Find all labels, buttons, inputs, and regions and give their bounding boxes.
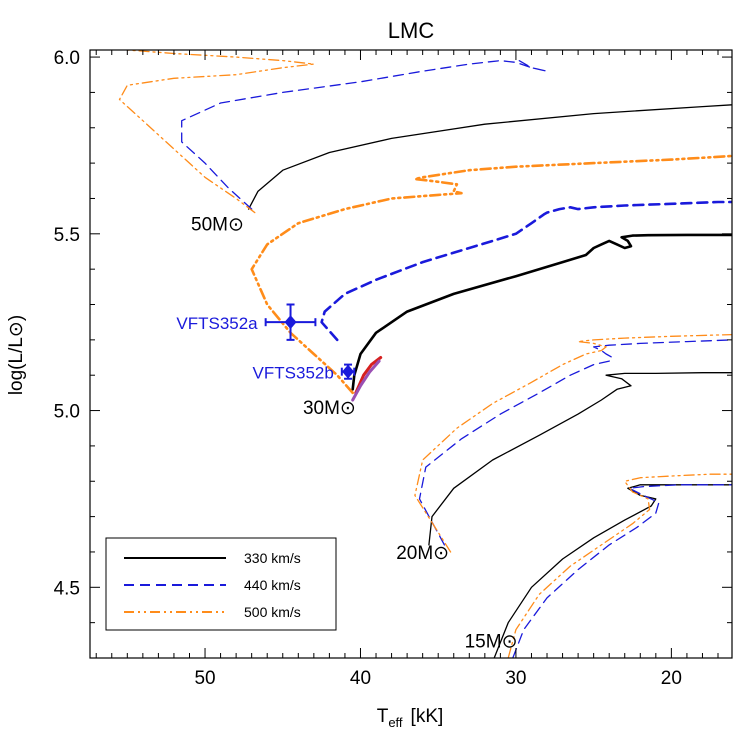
track-30m-330-km-s: [351, 233, 732, 391]
y-axis-label: log(L/L⊙): [6, 315, 27, 395]
track-30m-500-km-s: [250, 154, 732, 395]
mass-label: 30M⊙: [303, 398, 356, 419]
x-tick-label: 40: [350, 668, 371, 689]
observation-vfts352b: VFTS352b: [253, 363, 356, 383]
legend: 330 km/s 440 km/s 500 km/s: [105, 537, 337, 631]
mass-label-layer: 50M⊙ 30M⊙ 20M⊙ 15M⊙: [191, 214, 517, 652]
y-tick-label: 6.0: [54, 48, 80, 69]
track-layer: [118, 50, 732, 658]
x-axis-label-unit: [kK]: [411, 706, 444, 727]
x-axis-label-sub: eff: [388, 715, 403, 730]
y-tick-label: 5.0: [54, 402, 80, 423]
track-30m-red-track: [354, 356, 383, 395]
observation-label: VFTS352a: [176, 314, 258, 333]
x-axis-label: Teff [kK]: [377, 706, 444, 730]
mass-label: 15M⊙: [465, 631, 518, 652]
y-tick-label: 4.5: [54, 578, 80, 599]
x-tick-label: 30: [505, 668, 526, 689]
observation-marker: [342, 364, 355, 379]
legend-label: 500 km/s: [244, 604, 301, 620]
x-axis-label-main: T: [377, 706, 389, 727]
track-50m-500-km-s: [118, 50, 315, 214]
legend-label: 440 km/s: [244, 577, 301, 593]
track-30m-purple-track: [351, 359, 381, 402]
track-15m-500-km-s: [507, 473, 732, 658]
track-50m-440-km-s: [181, 58, 548, 210]
track-15m-440-km-s: [512, 484, 732, 658]
x-tick-label: 50: [194, 668, 215, 689]
x-tick-label: 20: [661, 668, 682, 689]
observation-label: VFTS352b: [253, 364, 334, 383]
legend-label: 330 km/s: [244, 550, 301, 566]
track-20m-500-km-s: [414, 333, 732, 553]
track-30m-440-km-s: [320, 200, 732, 342]
track-15m-330-km-s: [493, 484, 732, 658]
chart-title: LMC: [388, 18, 435, 43]
track-20m-440-km-s: [418, 339, 732, 546]
mass-label: 50M⊙: [191, 214, 244, 235]
observation-marker: [284, 315, 297, 330]
mass-label: 20M⊙: [396, 543, 449, 564]
track-20m-330-km-s: [428, 372, 732, 546]
observation-vfts352a: VFTS352a: [176, 303, 317, 341]
y-tick-label: 5.5: [54, 225, 80, 246]
axes-layer: 50 40 30 20 4.5 5.0 5.5 6.0: [54, 48, 733, 689]
plot-frame: [89, 49, 733, 659]
track-50m-330-km-s: [247, 104, 732, 210]
